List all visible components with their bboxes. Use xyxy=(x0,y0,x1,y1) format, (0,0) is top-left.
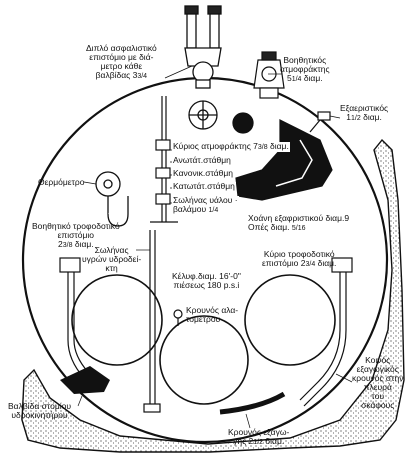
main-steam-valve-fraction: 3/8 xyxy=(257,144,268,151)
bottom-blowoff-line-2: γής 2 xyxy=(233,436,254,446)
blowoff-funnel-line-2: Οπές διαμ. xyxy=(248,222,290,232)
double-safety-valve-line-4: βαλβίδας 3 xyxy=(95,70,138,80)
surface-blowoff-line-4: πλευρά xyxy=(363,382,392,392)
furnace-center xyxy=(159,315,249,405)
safety-valve-top xyxy=(184,5,222,89)
aux-steam-valve-line-2: ατμοφράκτης xyxy=(280,64,330,74)
furnace-left xyxy=(71,274,163,366)
main-steam-valve-unit: διαμ. xyxy=(270,141,289,151)
main-feed-valve-line-4: διαμ. xyxy=(317,258,337,268)
main-feed-valve-fraction: 3/4 xyxy=(305,261,316,268)
vent-cock-fraction: 1/2 xyxy=(350,115,361,122)
vent-cock-line-1: Εξαεριστικός xyxy=(340,103,389,113)
bottom-blowoff-fraction: 1/2 xyxy=(253,439,264,446)
vent-cock xyxy=(309,111,331,133)
gauge-valve-wedge xyxy=(60,366,110,394)
aux-steam-valve-line-4: διαμ. xyxy=(303,73,323,83)
gauge-valve-line-1: Βαλβίδα στομίου xyxy=(8,401,71,411)
shell-spec-line-1: Κέλυφ.διαμ. 16'-0" xyxy=(172,271,241,281)
double-safety-valve-line-1: Διπλό ασφαλιστικό xyxy=(86,43,157,53)
surface-blowoff-label: Κοινός εξαγωγικός κρουνός στην πλευρά το… xyxy=(352,356,403,410)
aux-steam-valve-line-1: Βοηθητικός xyxy=(283,55,327,65)
furnace-right xyxy=(244,274,336,366)
gauge-valve-line-2: υδροκινητήρου xyxy=(11,410,68,420)
wet-pipe xyxy=(143,230,161,413)
wet-pipe-line-3: κτη xyxy=(105,263,118,273)
wet-pipe-line-1: Σωλήνας xyxy=(94,245,129,255)
surface-blowoff-line-2: εξαγωγικός xyxy=(356,364,399,374)
main-feed-valve-line-1: Κύριο τροφοδοτικό xyxy=(263,249,335,259)
blowoff-funnel-fraction: 5/16 xyxy=(291,225,306,232)
aux-feed-valve-line-1: Βοηθητικό τροφοδοτικό xyxy=(32,221,120,231)
feed-pipe-right xyxy=(299,257,353,407)
gauge-glass-label: Σωλήνας υάλου · βαλάμου 1/4 xyxy=(172,196,239,215)
gauge-glass-line-2: βαλάμου xyxy=(173,204,207,214)
surface-blowoff-line-6: σκάφους xyxy=(361,400,395,410)
shell-spec-label: Κέλυφ.διαμ. 16'-0" πιέσεως 180 p.s.i xyxy=(172,272,241,290)
bottom-blowoff-curve xyxy=(219,391,286,415)
aux-feed-valve-line-4: διαμ. xyxy=(74,239,94,249)
normal-level-label: Κανονικ.στάθμη xyxy=(172,168,234,178)
bottom-blowoff-label: Κρουνός εξαγω- γής 21/2 διαμ. xyxy=(228,428,289,447)
blowoff-funnel-label: Χοάνη εξαφριστικού διαμ.9 Οπές διαμ. 5/1… xyxy=(248,214,349,233)
salinometer-cock xyxy=(173,309,183,326)
aux-steam-valve-fraction: 1/4 xyxy=(291,76,302,83)
aux-feed-valve-label: Βοηθητικό τροφοδοτικό επιστόμιο 23/8 δια… xyxy=(32,222,120,250)
casing xyxy=(21,138,405,453)
vent-cock-label: Εξαεριστικός 11/2 διαμ. xyxy=(340,104,388,123)
vent-cock-line-2: 1 xyxy=(346,112,351,122)
main-stop-valve xyxy=(188,100,254,134)
main-feed-valve-line-2: επιστόμιο xyxy=(262,258,299,268)
aux-feed-valve-fraction: 3/8 xyxy=(62,242,73,249)
feed-pipe-left xyxy=(59,257,89,379)
upper-level-label: Ανωτάτ.στάθμη xyxy=(172,155,232,165)
water-gauge-column xyxy=(150,96,178,223)
double-safety-valve-line-2: επιστόμιο με διά- xyxy=(89,52,154,62)
blowoff-funnel xyxy=(235,119,333,201)
main-feed-valve-label: Κύριο τροφοδοτικό επιστόμιο 23/4 διαμ. xyxy=(262,250,336,269)
double-safety-valve-fraction: 3/4 xyxy=(137,73,148,80)
gauge-valve-label: Βαλβίδα στομίου υδροκινητήρου xyxy=(8,402,71,420)
surface-blowoff-line-5: του xyxy=(371,391,385,401)
double-safety-valve-label: Διπλό ασφαλιστικό επιστόμιο με διά- μετρ… xyxy=(86,44,157,81)
salinometer-line-2: τομέτρου xyxy=(186,314,221,324)
surface-blowoff-line-3: κρουνός στην xyxy=(352,373,404,383)
double-safety-valve-line-3: μετρο κάθε xyxy=(100,61,143,71)
bottom-blowoff-line-1: Κρουνός εξαγω- xyxy=(228,427,290,437)
thermometer-label: Θερμόμετρο xyxy=(38,177,85,187)
thermometer-dial xyxy=(95,171,129,227)
aux-steam-valve-line-3: 5 xyxy=(286,73,292,83)
bottom-blowoff-line-3: διαμ. xyxy=(265,436,285,446)
aux-feed-valve-line-3: 2 xyxy=(58,239,63,249)
shell-spec-line-2: πιέσεως 180 p.s.i xyxy=(173,280,240,290)
gauge-glass-fraction: 1/4 xyxy=(208,207,219,214)
gauge-glass-line-1: Σωλήνας υάλου · xyxy=(173,195,238,205)
wet-pipe-line-2: υγρών υδροδεί- xyxy=(82,254,142,264)
main-steam-valve-text: Κύριος ατμοφράκτης 7 xyxy=(173,141,258,151)
salinometer-label: Κρουνός αλα- τομέτρου xyxy=(186,306,238,324)
salinometer-line-1: Κρουνός αλα- xyxy=(186,305,239,315)
wet-pipe-label: Σωλήνας υγρών υδροδεί- κτη xyxy=(82,246,141,273)
aux-steam-valve-label: Βοηθητικός ατμοφράκτης 51/4 διαμ. xyxy=(280,56,330,84)
aux-feed-valve-line-2: επιστόμιο xyxy=(57,230,95,240)
main-steam-valve-label: Κύριος ατμοφράκτης 73/8 διαμ. xyxy=(172,142,290,152)
main-feed-valve-line-3: 2 xyxy=(300,258,306,268)
vent-cock-line-3: διαμ. xyxy=(363,112,382,122)
surface-blowoff-line-1: Κοινός xyxy=(365,355,391,365)
lower-level-label: Κατωτάτ.στάθμη xyxy=(172,181,236,191)
blowoff-funnel-line-1: Χοάνη εξαφριστικού διαμ.9 xyxy=(248,213,350,223)
